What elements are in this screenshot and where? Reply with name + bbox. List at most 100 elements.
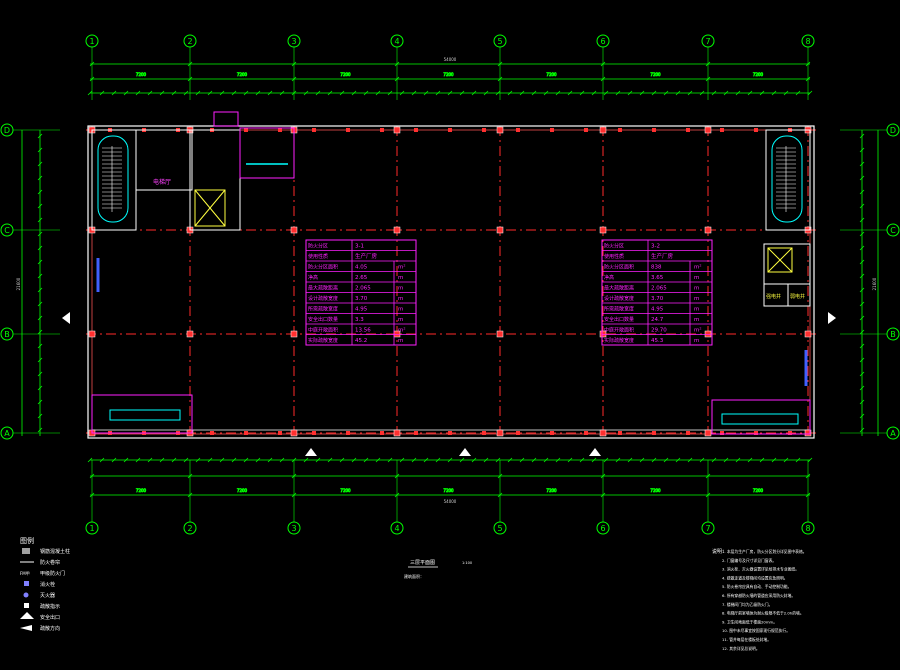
legend-item: 安全出口 (40, 614, 60, 621)
axis-label-8: 8 (805, 37, 810, 46)
table-unit: m (398, 338, 403, 344)
dim-segment-bottom: 7200 (237, 488, 248, 493)
table-label: 净高 (308, 274, 318, 281)
axis-label-1: 1 (89, 37, 94, 46)
table-unit: m (694, 338, 699, 344)
axis-label-B: B (4, 330, 10, 339)
left-core (91, 111, 295, 434)
table-value: 生产厂房 (651, 252, 674, 260)
table-unit: m (398, 307, 403, 313)
table-value: 13.56 (355, 328, 371, 334)
table-value: 3.3 (355, 317, 364, 323)
dim-segment-top: 7200 (443, 72, 454, 77)
table-value: 2.65 (355, 275, 368, 281)
table-label: 防火分区面积 (308, 264, 338, 271)
column (496, 126, 504, 134)
table-value: 生产厂房 (355, 252, 378, 260)
table-value: 3.70 (651, 296, 664, 302)
axis-label-8: 8 (805, 524, 810, 533)
axis-label-4: 4 (394, 524, 399, 533)
stair-right-icon (776, 146, 796, 212)
dim-segment-bottom: 7200 (443, 488, 454, 493)
table-unit: m² (694, 264, 702, 271)
dim-segment-bottom: 7200 (546, 488, 557, 493)
note-line: 3. 消火栓、灭火器设置详见给排水专业图纸。 (722, 567, 799, 572)
svg-text:FM甲: FM甲 (20, 571, 30, 576)
table-value: 4.95 (355, 307, 368, 313)
dim-segment-top: 7200 (136, 72, 147, 77)
axis-label-4: 4 (394, 37, 399, 46)
legend-item: 疏散方向 (40, 625, 60, 632)
column (496, 330, 504, 338)
axis-label-6: 6 (600, 37, 605, 46)
column (393, 126, 401, 134)
table-unit: m (398, 317, 403, 323)
left-core-label: 电梯厅 (153, 178, 171, 186)
dim-segment-bottom: 7200 (136, 488, 147, 493)
table-label: 使用性质 (308, 253, 328, 260)
table-value: 24.7 (651, 317, 664, 323)
axis-label-C: C (890, 226, 896, 235)
table-label: 所需疏散宽度 (308, 306, 338, 313)
table-value: 45.2 (355, 338, 367, 344)
grid-axis-lines (86, 126, 816, 440)
table-label: 最大疏散距离 (308, 285, 338, 292)
table-label: 安全出口数量 (308, 316, 338, 323)
column (704, 330, 712, 338)
table-value: 2.065 (651, 286, 667, 292)
axis-label-1: 1 (89, 524, 94, 533)
dim-segment-top: 7200 (237, 72, 248, 77)
note-line: 1. 本层为生产厂房，防火分区划分详见图中表格。 (722, 549, 807, 554)
table-unit: m (398, 286, 403, 292)
column (704, 226, 712, 234)
table-value: 3.65 (651, 275, 664, 281)
table-label: 防火分区面积 (604, 264, 634, 271)
table-unit: m² (398, 327, 406, 334)
table-unit: m (694, 286, 699, 292)
plan-scale: 1:100 (462, 561, 472, 565)
plan-title-block: 三层平面图 1:100 建筑面积： (404, 560, 472, 579)
column (290, 429, 298, 437)
table-unit: m (694, 317, 699, 323)
dimension-ticks: 7200 7200 7200 7200 7200 7200 7200 7200 7200 7200… (37, 61, 865, 498)
table-label: 防火分区 (308, 243, 328, 250)
axis-label-7: 7 (705, 524, 710, 533)
axis-label-2: 2 (187, 524, 192, 533)
table-label: 使用性质 (604, 253, 624, 260)
note-line: 5. 防火卷帘应具有自动、手动控制功能。 (722, 584, 791, 589)
plan-area: 建筑面积： (404, 573, 424, 579)
table-value: 4.05 (355, 265, 368, 271)
note-line: 4. 疏散走道及楼梯间均设置应急照明。 (722, 575, 788, 580)
legend-item: 防火卷帘 (40, 559, 60, 566)
table-value: 838 (651, 265, 662, 271)
dim-segment-top: 7200 (650, 72, 661, 77)
axis-label-D: D (4, 126, 10, 135)
legend-item: 钢筋混凝土柱 (40, 548, 70, 555)
axis-label-5: 5 (497, 524, 502, 533)
notes-title: 说明： (712, 548, 727, 555)
legend-item: 消火栓 (40, 581, 55, 588)
dim-segment-bottom: 7200 (340, 488, 351, 493)
table-value: 3.70 (355, 296, 368, 302)
note-line: 7. 楼梯间门均为乙级防火门。 (722, 602, 772, 607)
axis-label-6: 6 (600, 524, 605, 533)
table-unit: m (694, 275, 699, 281)
table-label: 安全出口数量 (604, 316, 634, 323)
legend-item: 疏散指示 (40, 603, 60, 610)
right-core-label-1: 强电井 (766, 293, 781, 300)
dim-segment-top: 7200 (546, 72, 557, 77)
column (599, 330, 607, 338)
table-value: 45.3 (651, 338, 664, 344)
axis-label-B: B (890, 330, 896, 339)
table-label: 净高 (604, 274, 614, 281)
legend-title: 图例 (20, 536, 34, 545)
table-unit: m² (694, 327, 702, 334)
table-value: 29.70 (651, 328, 667, 334)
column (496, 429, 504, 437)
